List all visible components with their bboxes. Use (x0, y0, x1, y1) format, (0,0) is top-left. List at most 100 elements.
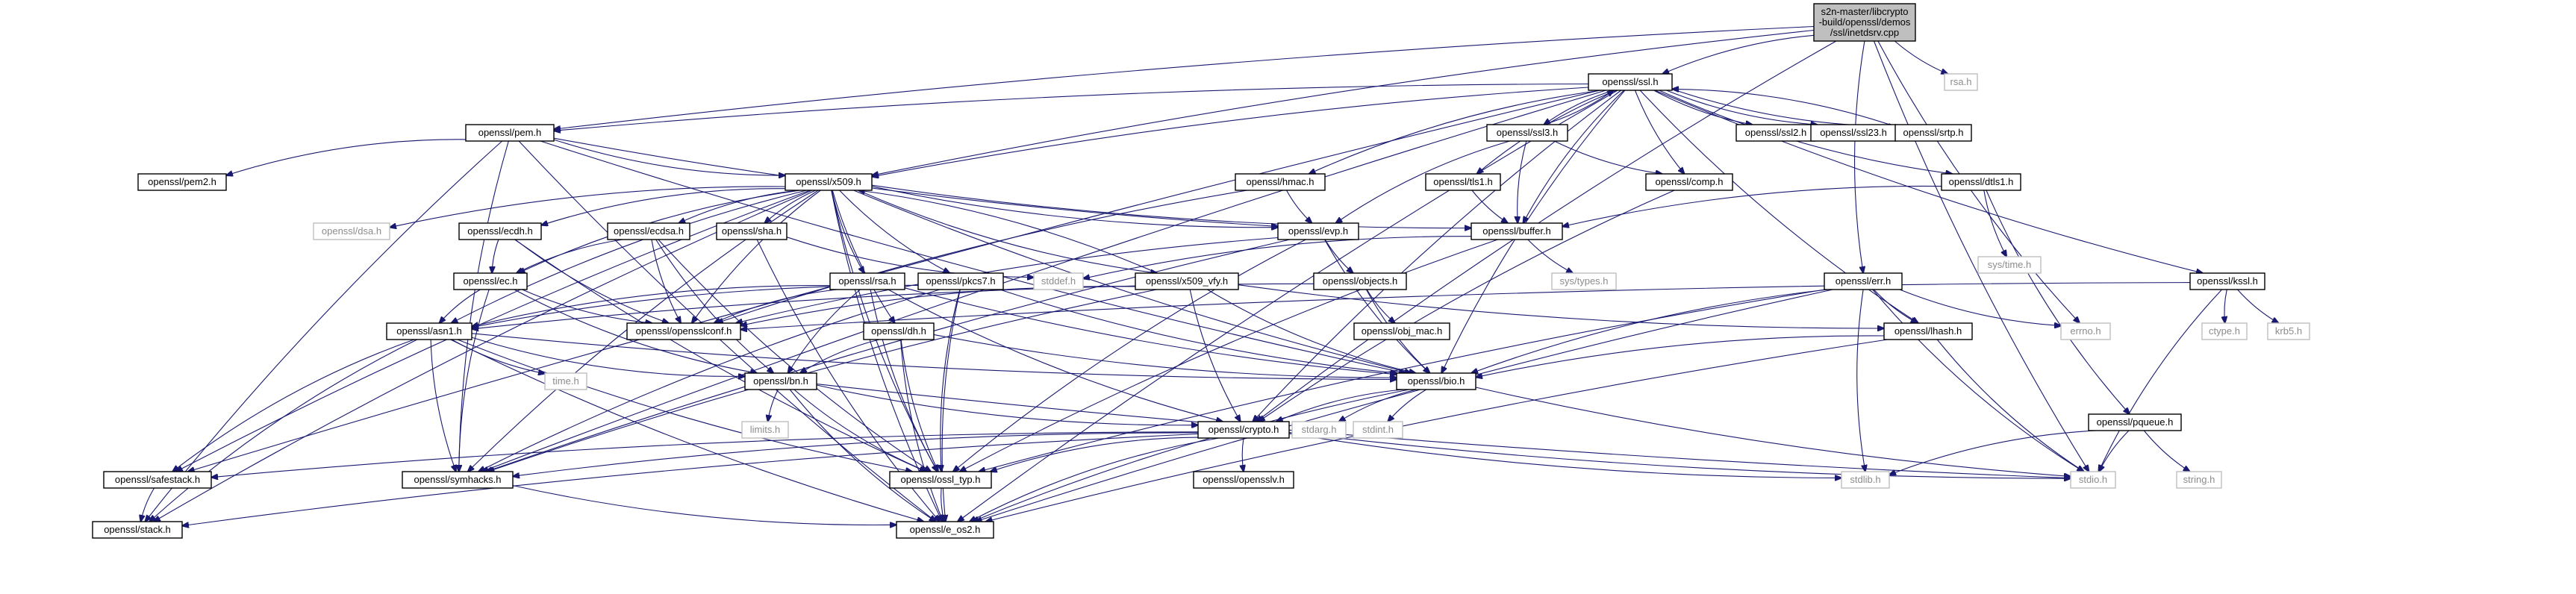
edge-ssl-to-pem (554, 83, 1589, 131)
edge-x509vfy-to-x509 (858, 190, 1158, 274)
node-label: sys/time.h (1988, 259, 2032, 270)
edge-pem-to-evp (553, 137, 1278, 226)
node-crypto[interactable]: openssl/crypto.h (1197, 421, 1290, 439)
edge-lhash-to-eos2 (986, 339, 1888, 522)
node-label: stddef.h (1041, 275, 1076, 287)
node-tls1[interactable]: openssl/tls1.h (1425, 173, 1501, 191)
node-pem[interactable]: openssl/pem.h (465, 124, 555, 142)
node-kssl[interactable]: openssl/kssl.h (2189, 272, 2265, 290)
node-bio[interactable]: openssl/bio.h (1396, 372, 1476, 390)
node-pem2[interactable]: openssl/pem2.h (137, 173, 227, 191)
node-label: time.h (552, 375, 578, 387)
edge-ssl-to-lhash (1639, 90, 1918, 323)
edge-layer (140, 25, 2278, 526)
node-box (863, 322, 935, 340)
node-root[interactable]: s2n-master/libcrypto-build/openssl/demos… (1813, 3, 1916, 42)
node-ssl3[interactable]: openssl/ssl3.h (1486, 124, 1568, 142)
node-label: openssl/rsa.h (838, 275, 896, 287)
node-dh[interactable]: openssl/dh.h (863, 322, 935, 340)
node-label: openssl/obj_mac.h (1362, 325, 1442, 337)
node-opensslconf[interactable]: openssl/opensslconf.h (626, 322, 741, 340)
edge-err-to-lhash (1873, 289, 1917, 323)
node-comp[interactable]: openssl/comp.h (1645, 173, 1733, 191)
node-objects[interactable]: openssl/objects.h (1313, 272, 1407, 290)
node-label: openssl/srtp.h (1903, 127, 1964, 138)
edge-ssl-to-ssl23 (1666, 90, 1817, 125)
node-label: -build/openssl/demos (1819, 16, 1911, 28)
node-box (896, 521, 994, 539)
node-box (1813, 3, 1916, 42)
edge-pqueue-to-stdio (2099, 430, 2130, 472)
node-srtp[interactable]: openssl/srtp.h (1894, 124, 1972, 142)
edge-x509-to-dh (832, 190, 895, 323)
node-ssl2[interactable]: openssl/ssl2.h (1735, 124, 1816, 142)
node-label: krb5.h (2275, 325, 2302, 337)
edge-sha-to-stddef (786, 237, 1034, 278)
node-opensslv[interactable]: openssl/opensslv.h (1193, 471, 1294, 489)
node-box (1944, 73, 1978, 91)
node-label: s2n-master/libcrypto (1821, 6, 1908, 17)
node-box (313, 222, 390, 240)
node-safestack[interactable]: openssl/safestack.h (103, 471, 212, 489)
node-buffer[interactable]: openssl/buffer.h (1471, 222, 1563, 240)
edge-dh-to-ossltyp (900, 339, 938, 472)
node-ssl23[interactable]: openssl/ssl23.h (1810, 124, 1897, 142)
edge-evp-to-symhacks (486, 239, 1291, 472)
edge-ssl-to-dtls1 (1659, 90, 1953, 174)
node-dtls1[interactable]: openssl/dtls1.h (1941, 173, 2021, 191)
node-pqueue[interactable]: openssl/pqueue.h (2088, 413, 2182, 431)
node-eos2[interactable]: openssl/e_os2.h (896, 521, 994, 539)
edge-bio-to-stdint (1388, 389, 1427, 422)
node-x509vfy[interactable]: openssl/x509_vfy.h (1135, 272, 1239, 290)
edge-pem-to-symhacks (459, 140, 509, 472)
node-ecdsa[interactable]: openssl/ecdsa.h (607, 222, 690, 240)
edge-ssl3-to-comp (1553, 140, 1662, 174)
edge-x509vfy-to-lhash (1238, 284, 1884, 328)
node-box (1941, 173, 2021, 191)
node-lhash[interactable]: openssl/lhash.h (1883, 322, 1973, 340)
node-bn[interactable]: openssl/bn.h (744, 372, 817, 390)
node-box (1471, 222, 1563, 240)
node-pkcs7[interactable]: openssl/pkcs7.h (917, 272, 1004, 290)
node-sha[interactable]: openssl/sha.h (716, 222, 788, 240)
node-ecdh[interactable]: openssl/ecdh.h (458, 222, 542, 240)
node-box (785, 173, 873, 191)
edge-rsa-to-asn1 (472, 285, 831, 327)
node-box (544, 372, 587, 390)
node-box (1977, 256, 2042, 274)
edge-ssl-to-comp (1634, 90, 1685, 174)
edge-x509-to-opensslconf (692, 190, 821, 323)
node-box (2060, 322, 2111, 340)
node-box (1425, 173, 1501, 191)
node-label: stdio.h (2079, 474, 2107, 485)
node-ec[interactable]: openssl/ec.h (453, 272, 528, 290)
node-stack[interactable]: openssl/stack.h (92, 521, 183, 539)
edge-pem-to-pem2 (226, 139, 467, 175)
node-label: openssl/x509_vfy.h (1146, 275, 1228, 287)
node-symhacks[interactable]: openssl/symhacks.h (402, 471, 514, 489)
edge-crypto-to-safestack (211, 431, 1199, 478)
node-asn1[interactable]: openssl/asn1.h (386, 322, 473, 340)
node-krb5: krb5.h (2267, 322, 2310, 340)
node-x509[interactable]: openssl/x509.h (785, 173, 873, 191)
node-box (1313, 272, 1407, 290)
node-err[interactable]: openssl/err.h (1824, 272, 1903, 290)
node-box (1135, 272, 1239, 290)
node-rsa[interactable]: openssl/rsa.h (829, 272, 905, 290)
node-box (607, 222, 690, 240)
node-objmac[interactable]: openssl/obj_mac.h (1353, 322, 1450, 340)
node-ssl[interactable]: openssl/ssl.h (1588, 73, 1673, 91)
node-box (2088, 413, 2182, 431)
edge-x509vfy-to-crypto (1189, 289, 1241, 422)
node-box (1277, 222, 1359, 240)
node-label: openssl/crypto.h (1209, 424, 1279, 435)
node-hmac[interactable]: openssl/hmac.h (1235, 173, 1326, 191)
node-label: openssl/asn1.h (396, 325, 461, 337)
node-label: stdint.h (1362, 424, 1394, 435)
node-rsa_ext: rsa.h (1944, 73, 1978, 91)
node-box (2189, 272, 2265, 290)
node-ossltyp[interactable]: openssl/ossl_typ.h (889, 471, 992, 489)
edge-asn1-to-symhacks (430, 339, 456, 472)
node-label: openssl/dh.h (871, 325, 926, 337)
node-evp[interactable]: openssl/evp.h (1277, 222, 1359, 240)
